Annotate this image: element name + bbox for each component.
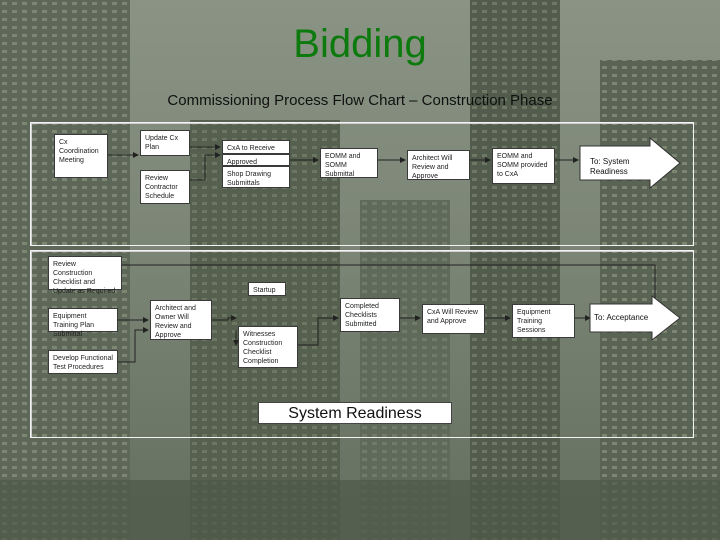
develop-functional-procedures-box: Develop Functional Test Procedures [48, 350, 118, 374]
top-panel [30, 122, 694, 246]
system-readiness-label: System Readiness [258, 402, 452, 424]
equipment-training-plan-box: Equipment Training Plan Submittal [48, 308, 118, 338]
equipment-training-sessions-box: Equipment Training Sessions [512, 304, 575, 338]
shop-drawing-submittals-box: Shop Drawing Submittals [222, 166, 290, 188]
to-acceptance-arrow-shape [589, 294, 681, 342]
review-construction-checklist-box: Review Construction Checklist and Update… [48, 256, 122, 295]
eomm-provided-box: EOMM and SOMM provided to CxA [492, 148, 555, 184]
approved-box: Approved [222, 154, 290, 166]
to-system-readiness-label: To: System Readiness [590, 157, 630, 176]
startup-box: Startup [248, 282, 286, 296]
bottom-panel [30, 250, 694, 438]
to-system-arrow-shape [579, 136, 681, 190]
cx-coordination-meeting-box: Cx Coordination Meeting [54, 134, 108, 178]
architect-review-box: Architect Will Review and Approve [407, 150, 470, 180]
cxa-to-receive-box: CxA to Receive [222, 140, 290, 154]
eomm-somm-submittal-box: EOMM and SOMM Submittal [320, 148, 378, 178]
architect-owner-review-box: Architect and Owner Will Review and Appr… [150, 300, 212, 340]
cxa-review-approve-box: CxA Will Review and Approve [422, 304, 485, 334]
to-acceptance-label: To: Acceptance [594, 313, 649, 322]
witnesses-checklist-box: Witnesses Construction Checklist Complet… [238, 326, 298, 368]
review-contractor-schedule-box: Review Contractor Schedule [140, 170, 190, 204]
completed-checklists-box: Completed Checklists Submitted [340, 298, 400, 332]
slide-subtitle: Commissioning Process Flow Chart – Const… [167, 92, 553, 109]
update-cx-plan-box: Update Cx Plan [140, 130, 190, 156]
slide-title: Bidding [293, 22, 427, 66]
